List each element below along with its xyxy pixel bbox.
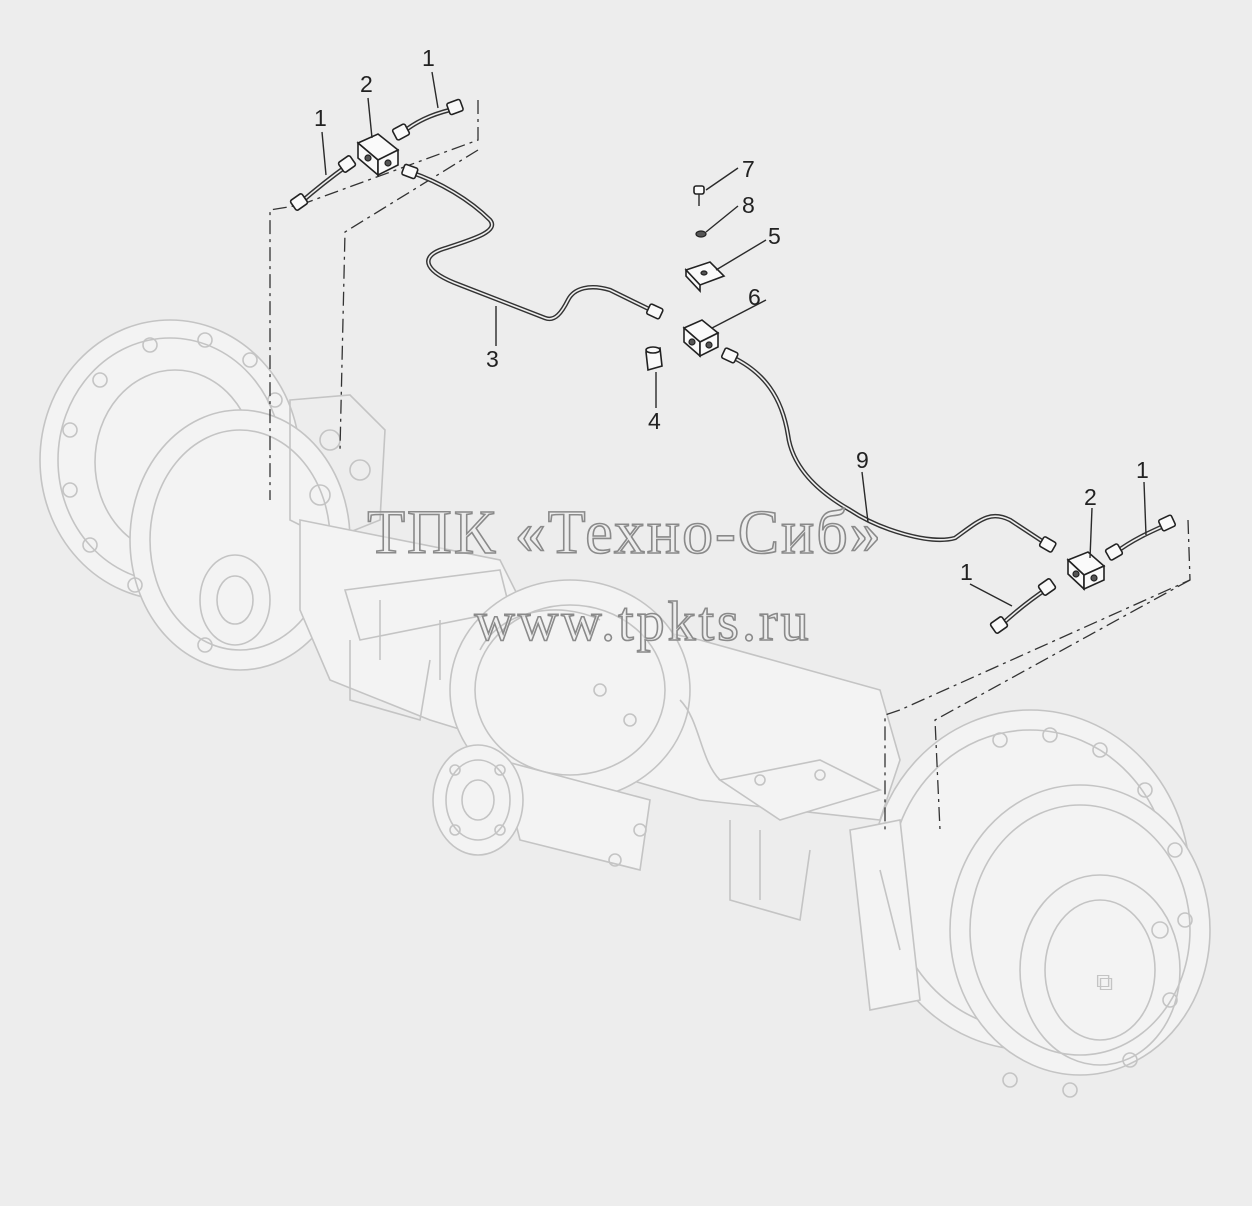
right-spring-pad [717,759,883,922]
callout-1-top: 1 [422,45,435,71]
washer-8 [695,230,707,238]
logo-mark-icon: ⧉ [1096,968,1113,996]
callout-6: 6 [748,284,761,310]
hose-1-left [289,155,357,211]
plug-4 [645,346,663,372]
callout-4: 4 [648,408,661,434]
callout-2-right: 2 [1084,484,1097,510]
bracket-plate-5 [684,261,726,294]
callout-1-left: 1 [314,105,327,131]
callout-7: 7 [742,156,755,182]
hose-1-right-top [1104,514,1177,561]
callout-3: 3 [486,346,499,372]
right-wheel-hub: ⧉ [849,709,1211,1098]
brake-pipe-3 [401,163,664,322]
callout-8: 8 [742,192,755,218]
callout-5: 5 [768,223,781,249]
watermark: ТПК «Техно-Сиб» www.tpkts.ru [366,498,883,654]
bolt-7 [693,185,705,206]
callout-9: 9 [856,447,869,473]
callout-leaders [321,71,1147,607]
differential-housing [432,579,721,871]
tee-block-6 [682,319,720,358]
watermark-url: www.tpkts.ru [474,591,811,653]
callout-1-right-bottom: 1 [960,559,973,585]
brake-pipe-9 [720,347,1057,553]
callout-1-right-top: 1 [1136,457,1149,483]
callout-numbers: 1 2 1 7 8 5 6 3 4 9 2 1 1 [314,45,1149,585]
hose-1-top [391,98,464,141]
watermark-company: ТПК «Техно-Сиб» [367,499,883,567]
tee-block-2-top [356,133,400,177]
axle-assembly: ⧉ [39,319,1211,1098]
left-wheel-hub [39,319,386,671]
callout-2-top: 2 [360,71,373,97]
tee-block-2-right [1066,551,1106,591]
hose-1-right-bottom [989,578,1057,634]
